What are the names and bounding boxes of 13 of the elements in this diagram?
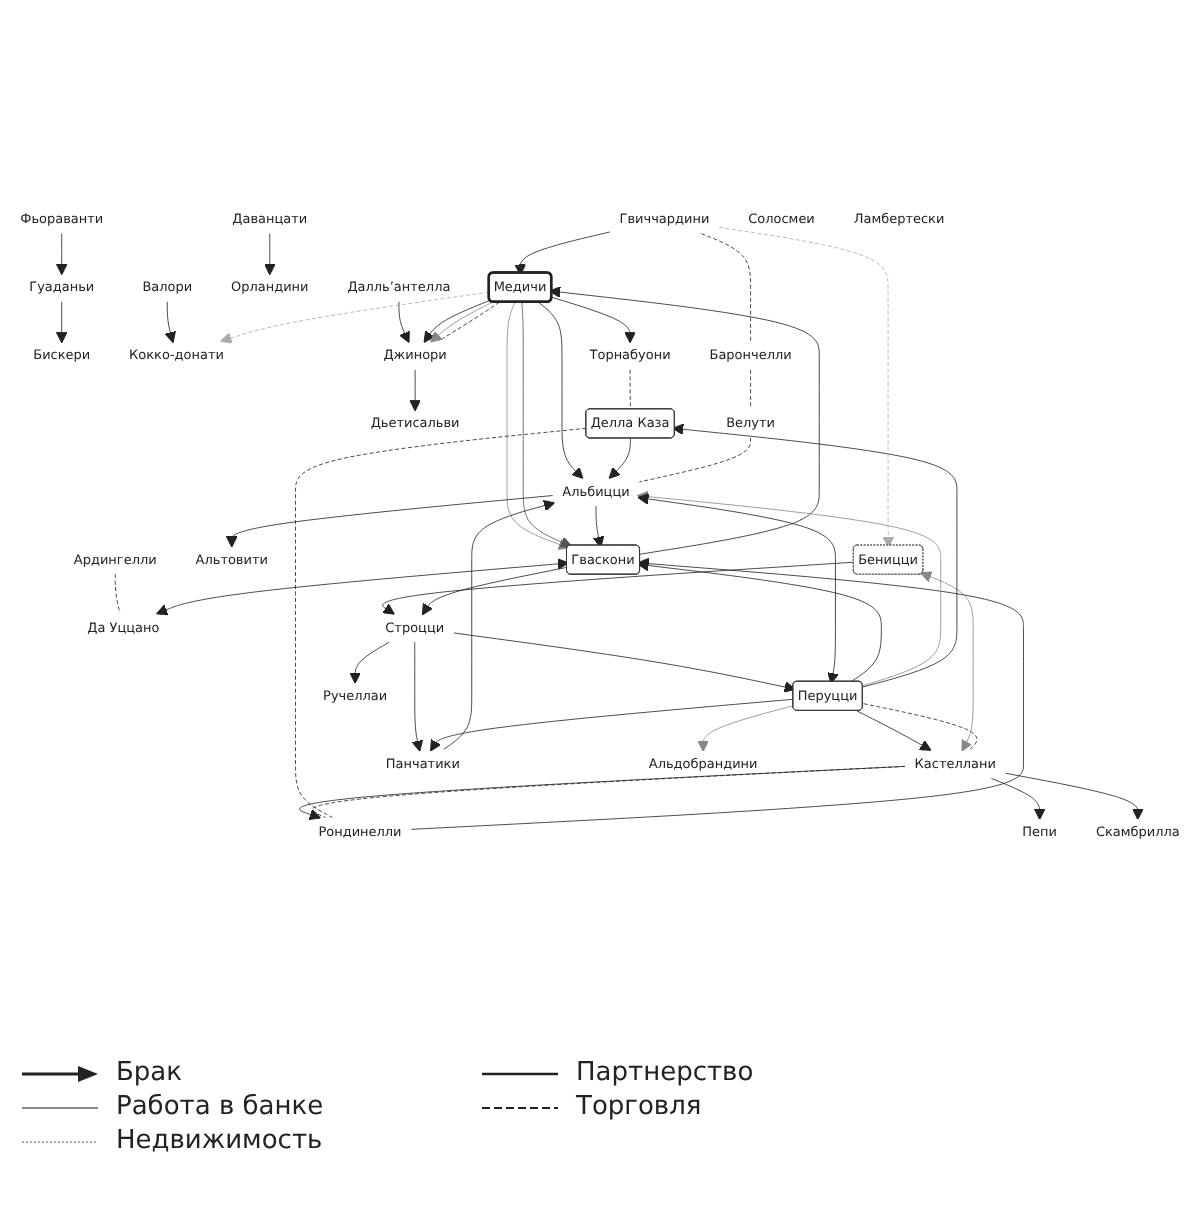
connector xyxy=(639,437,751,482)
connector xyxy=(114,573,121,613)
connector xyxy=(750,368,751,409)
legend-label: Торговля xyxy=(576,1092,702,1122)
connector xyxy=(438,301,500,341)
connector xyxy=(862,702,978,750)
legend-label: Брак xyxy=(116,1058,182,1088)
connector xyxy=(700,232,751,341)
legend-label: Работа в банке xyxy=(116,1092,324,1122)
connector xyxy=(629,368,631,410)
connector xyxy=(295,427,587,818)
legend-label: Партнерство xyxy=(576,1058,754,1088)
legend-label: Недвижимость xyxy=(116,1126,323,1156)
